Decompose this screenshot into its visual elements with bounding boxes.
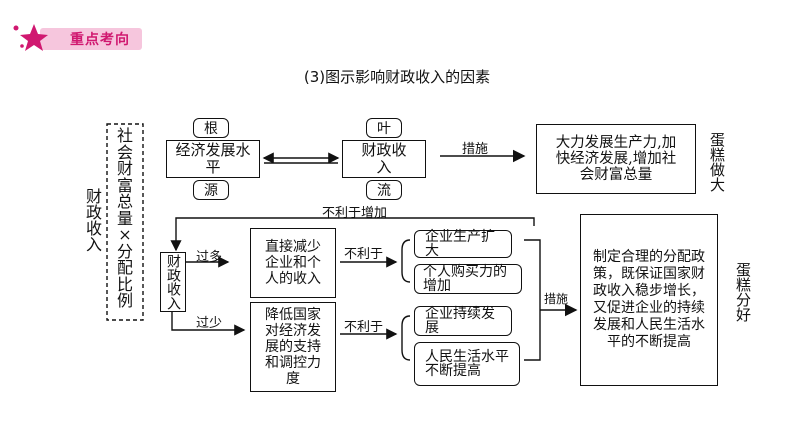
too-little-arrow — [171, 310, 246, 336]
root-tag: 根 — [193, 118, 229, 138]
revenue-box-top: 财政收入 — [342, 140, 426, 178]
revenue-box-bottom: 财政收入 — [160, 252, 186, 312]
better-share-label: 蛋糕分好 — [734, 262, 752, 322]
leaf-tag: 叶 — [366, 118, 402, 138]
too-much-label: 过多 — [196, 250, 223, 265]
too-much-box: 直接减少企业和个人的收入 — [250, 228, 336, 298]
effect-item: 企业持续发展 — [414, 306, 512, 336]
feedback-arrow — [170, 217, 535, 252]
feedback-label: 不利于增加 — [322, 206, 388, 221]
bigger-cake-label: 蛋糕做大 — [708, 132, 726, 192]
unfavorable-label-2: 不利于 — [344, 320, 384, 335]
badge-background — [40, 28, 142, 50]
factor-label: 社会 财富 总量 ×分 配比 例 — [116, 126, 133, 310]
effect-item: 人民生活水平不断提高 — [414, 342, 520, 386]
section-badge: 重点考向 — [8, 20, 158, 52]
measure-label-top: 措施 — [462, 142, 489, 157]
growth-result-box: 大力发展生产力,加快经济发展,增加社会财富总量 — [536, 124, 696, 194]
factor-dashed-frame — [106, 123, 144, 321]
economy-level-box: 经济发展水平 — [166, 140, 260, 178]
effect-item: 个人购买力的增加 — [414, 264, 522, 294]
measure-label-bottom: 措施 — [544, 292, 569, 306]
unfavorable-label-1: 不利于 — [344, 247, 384, 262]
diagram-title: (3)图示影响财政收入的因素 — [303, 68, 491, 86]
star-icon — [13, 24, 48, 51]
revenue-group-label: 财政收入 — [83, 188, 102, 252]
too-little-box: 降低国家对经济发展的支持和调控力度 — [250, 302, 336, 392]
source-tag: 源 — [193, 180, 229, 200]
flow-tag: 流 — [366, 180, 402, 200]
effect-item: 企业生产扩大 — [414, 230, 512, 258]
policy-box: 制定合理的分配政策，既保证国家财政收入稳步增长，又促进企业的持续发展和人民生活水… — [580, 214, 718, 386]
badge-label: 重点考向 — [70, 32, 130, 48]
too-little-label: 过少 — [196, 316, 223, 331]
